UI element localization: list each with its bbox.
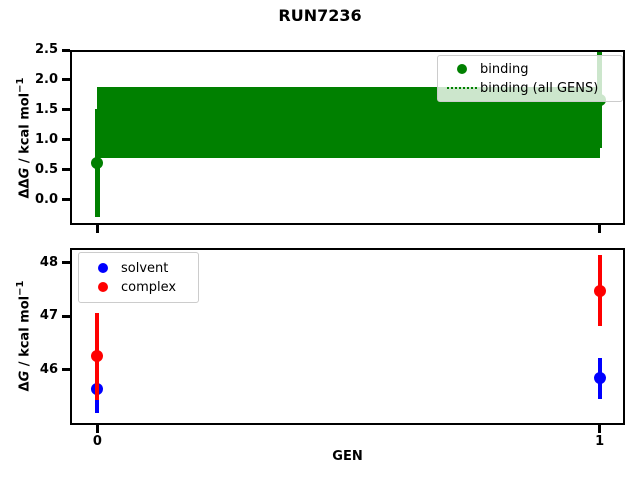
legend-swatch-box (444, 64, 480, 74)
bottom-plot-ytick-mark (62, 314, 70, 318)
top-plot-ytick-label: 2.0 (34, 71, 58, 87)
top-plot-ytick-label: 2.5 (34, 42, 58, 57)
top-plot-ytick-label: 0.5 (34, 161, 58, 177)
top-plot-ytick-mark (62, 138, 70, 142)
complex-data-point-marker (593, 284, 606, 297)
legend-entry-solvent: solvent (85, 261, 192, 276)
top-plot-ytick-label: 1.0 (34, 131, 58, 147)
bottom-plot-axes-frame (70, 248, 625, 425)
top-plot-axes-frame (70, 50, 625, 225)
top-plot-ytick-mark (62, 168, 70, 172)
x-axis-label: GEN (332, 449, 363, 464)
legend-label: solvent (121, 260, 169, 276)
top-plot-ytick-label: 0.0 (34, 191, 58, 207)
top-plot-ytick-label: 1.5 (34, 101, 58, 117)
bottom-plot-ytick-mark (62, 261, 70, 265)
bottom-plot-ytick-label: 48 (39, 254, 58, 270)
top-plot-ytick-mark (62, 198, 70, 202)
solvent-dot-icon (98, 263, 108, 273)
bottom-plot-xtick-label: 0 (92, 434, 102, 449)
legend-label: binding (480, 61, 529, 77)
top-plot-xtick-mark (598, 225, 602, 233)
ylabel-delta: Δ (17, 381, 33, 392)
bottom-plot-xtick-mark (598, 425, 602, 433)
complex-dot-icon (98, 282, 108, 292)
bottom-plot-xtick-label: 1 (595, 434, 605, 449)
ylabel-exponent: −1 (15, 280, 26, 296)
top-plot-ytick-mark (62, 48, 70, 52)
bottom-plot-ytick-mark (62, 368, 70, 372)
legend-label: binding (all GENS) (480, 80, 599, 96)
complex-data-point-marker (91, 350, 104, 363)
binding-data-point-marker (91, 156, 104, 169)
solvent-data-point-marker (593, 371, 606, 384)
legend-entry-binding-all-gens: binding (all GENS) (444, 81, 616, 96)
top-plot-ytick-mark (62, 78, 70, 82)
bottom-plot-ytick-label: 47 (39, 308, 58, 324)
bottom-plot-ytick-label: 46 (39, 361, 58, 377)
ylabel-units: / kcal mol (17, 295, 33, 371)
legend-label: complex (121, 279, 177, 295)
dotted-line-icon (447, 87, 477, 89)
binding-dot-icon (457, 64, 467, 74)
bottom-plot-xtick-mark (95, 425, 99, 433)
legend-swatch-box (85, 282, 121, 292)
bottom-plot-legend: solvent complex (78, 252, 199, 303)
legend-entry-complex: complex (85, 280, 192, 295)
legend-swatch-box (444, 87, 480, 89)
figure-title: RUN7236 (278, 6, 362, 25)
top-plot-legend: binding binding (all GENS) (437, 55, 623, 102)
top-plot-xtick-mark (95, 225, 99, 233)
legend-entry-binding: binding (444, 62, 616, 77)
top-plot-ytick-mark (62, 108, 70, 112)
legend-swatch-box (85, 263, 121, 273)
